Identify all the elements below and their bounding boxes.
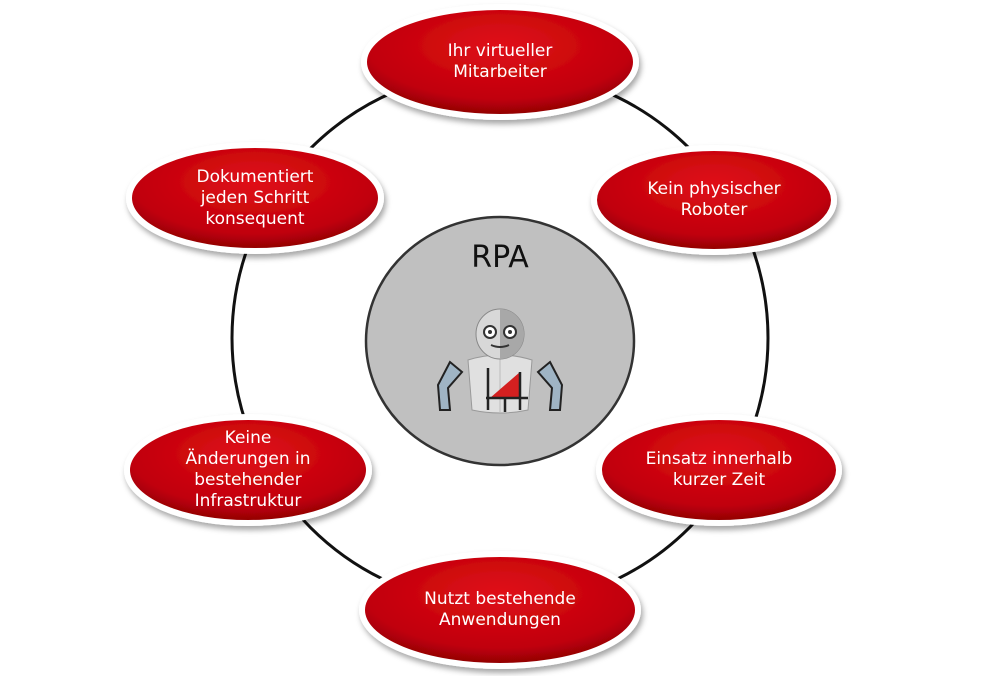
node-ellipse-3	[359, 551, 641, 669]
node-label-3: Nutzt bestehende Anwendungen	[424, 589, 576, 630]
node-label-0: Ihr virtueller Mitarbeiter	[447, 41, 553, 82]
node-ellipse-1	[591, 145, 837, 255]
center-title: RPA	[471, 240, 529, 275]
node-label-1: Kein physischer Roboter	[647, 179, 781, 220]
node-label-2: Einsatz innerhalb kurzer Zeit	[645, 449, 793, 490]
node-label-5: Dokumentiert jeden Schritt konsequent	[196, 166, 314, 229]
node-ellipses	[124, 4, 842, 669]
node-ellipse-4	[124, 414, 372, 526]
node-ellipse-2	[596, 414, 842, 526]
node-ellipse-5	[126, 142, 384, 254]
node-ellipse-0	[361, 4, 639, 120]
node-label-4: Keine Änderungen in bestehender Infrastr…	[185, 428, 311, 511]
robot-icon	[436, 308, 564, 414]
